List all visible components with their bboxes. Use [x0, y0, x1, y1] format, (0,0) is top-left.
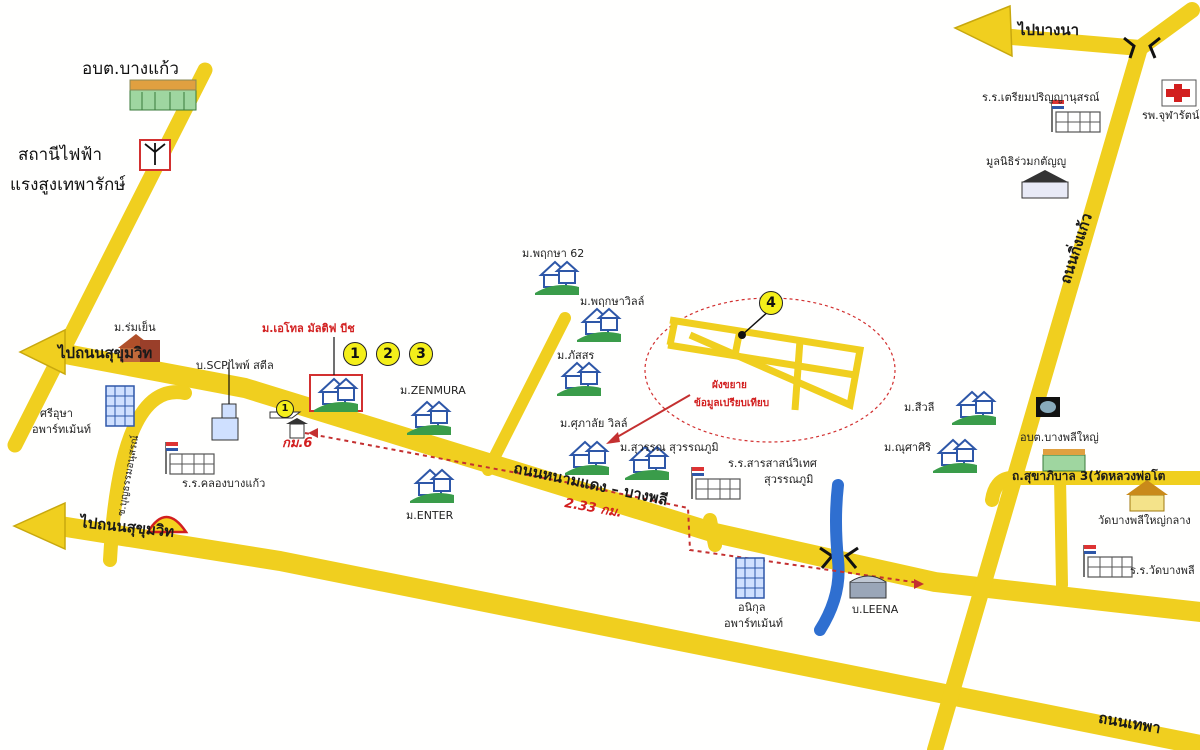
comparison-label: ข้อมูลเปรียบเทียบ: [694, 398, 770, 409]
wat-icon: [1126, 480, 1168, 512]
abt-bangphli-icon: [1042, 449, 1086, 472]
suwan-label: ม.สุวรรณ สุวรรณภูมิ: [620, 441, 719, 454]
school-sarasas-label-1: ร.ร.สารสาสน์วิเทศ: [728, 457, 817, 470]
road-network: [7, 2, 1200, 750]
road-label-sukhaphiban: ถ.สุขาภิบาล 3(วัดหลวงพ่อโต: [1012, 469, 1166, 483]
school-sarasas-label-2: สุวรรณภูมิ: [764, 473, 814, 486]
road-arrows: [12, 4, 1013, 551]
marker-km: 1: [276, 400, 294, 418]
abt-bangphli-logo-icon: [1036, 397, 1060, 417]
km6-marker-icon: [286, 418, 308, 439]
road-label-sukhumvit-upper: ไปถนนสุขุมวิท: [58, 344, 153, 362]
pruksa62-label: ม.พฤกษา 62: [522, 247, 585, 260]
shell-logo-icon: [145, 515, 189, 534]
enter-label: ม.ENTER: [406, 509, 454, 522]
school-khlong-label: ร.ร.คลองบางแก้ว: [182, 477, 266, 490]
siwali-label: ม.สีวลี: [904, 401, 935, 414]
leena-factory-icon: [849, 575, 887, 599]
project-label: ม.เอโทล มัลติฟ บีช: [262, 322, 355, 335]
rom-yen-label: ม.ร่มเย็น: [114, 321, 156, 334]
substation-label-2: แรงสูงเทพารักษ์: [10, 175, 126, 195]
marker-3: 3: [409, 342, 433, 366]
abt-bangkaeo-icon: [129, 79, 197, 111]
sri-usa-label-1: ศรีอุษา: [40, 407, 73, 420]
scp-label: บ.SCP.ไพพ์ สตีล: [196, 359, 274, 372]
foundation-label: มูลนิธิร่วมกตัญญู: [986, 155, 1067, 168]
rom-yen-icon: [118, 334, 160, 362]
abt-bangkaeo-label: อบต.บางแก้ว: [82, 59, 179, 79]
anikul-label-2: อพาร์ทเม้นท์: [724, 617, 783, 630]
phatsorn-label: ม.ภัสสร: [557, 349, 595, 362]
school-triam-label: ร.ร.เตรียมปริญญานุสรณ์: [982, 91, 1100, 104]
expanded-plan-label: ผังขยาย: [712, 380, 747, 391]
road-label-bang-na: ไปบางนา: [1018, 21, 1080, 39]
expanded-plan-circle: [644, 297, 896, 443]
anikul-label-1: อนิกุล: [738, 601, 766, 614]
marker-2: 2: [376, 342, 400, 366]
leena-label: บ.LEENA: [852, 603, 899, 616]
school-wat-bangphli-label: ร.ร.วัดบางพลี: [1130, 564, 1195, 577]
wat-bangphli-label: วัดบางพลีใหญ่กลาง: [1098, 514, 1191, 527]
nusasiri-label: ม.ณุศาศิริ: [884, 441, 932, 454]
distance-km6: กม.6: [282, 436, 313, 451]
expanded-plan-roads: [666, 316, 865, 411]
marker-1: 1: [343, 342, 367, 366]
abt-bangphli-label: อบต.บางพลีใหญ่: [1020, 431, 1099, 444]
zenmura-label: ม.ZENMURA: [400, 384, 466, 397]
hospital-icon: [1161, 79, 1197, 107]
scp-factory-icon: [211, 362, 239, 441]
route-line: [304, 432, 921, 584]
pruksa-ville-label: ม.พฤกษาวิลล์: [580, 295, 645, 308]
marker-4: 4: [759, 291, 783, 315]
sri-usa-label-2: อพาร์ทเม้นท์: [32, 423, 91, 436]
supalai-label: ม.ศุภาลัย วิลล์: [560, 417, 628, 430]
hospital-label: รพ.จุฬารัตน์: [1142, 109, 1200, 122]
foundation-icon: [1021, 170, 1069, 199]
river: [814, 479, 845, 636]
substation-label-1: สถานีไฟฟ้า: [18, 145, 103, 165]
